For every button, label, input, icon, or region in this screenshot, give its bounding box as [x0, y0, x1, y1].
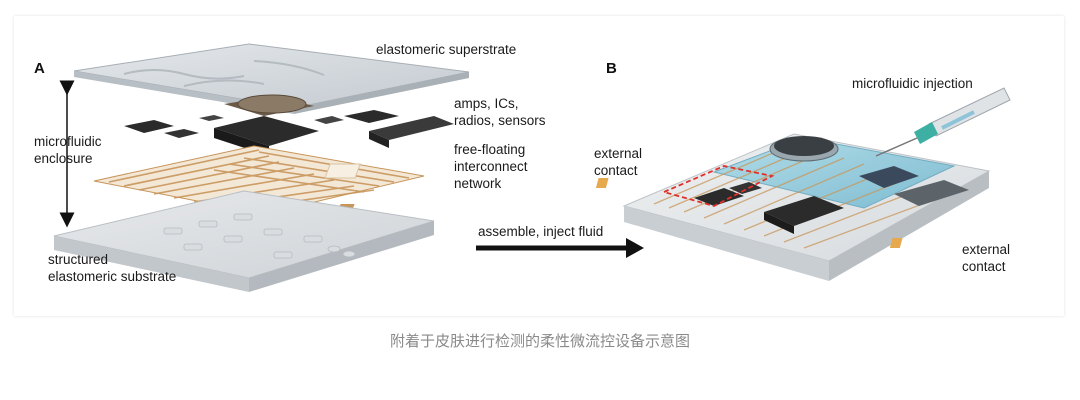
assemble-arrow: [476, 238, 644, 258]
interconnect-label-line1: free-floating: [454, 142, 526, 157]
interconnect-label-line3: network: [454, 176, 502, 191]
assembled-device: [595, 133, 991, 281]
superstrate-label: elastomeric superstrate: [376, 42, 517, 57]
panel-a-letter: A: [34, 60, 45, 77]
enclosure-label-line1: microfluidic: [34, 134, 102, 149]
contact-left-label-line2: contact: [594, 163, 638, 178]
components-label-line2: radios, sensors: [454, 113, 546, 128]
figure-panel: A elastomeric superstrate amps, ICs, rad…: [14, 16, 1064, 316]
contact-left-label-line1: external: [594, 146, 643, 161]
substrate-layer: [53, 190, 435, 292]
enclosure-label-line2: enclosure: [34, 151, 93, 166]
figure-caption: 附着于皮肤进行检测的柔性微流控设备示意图: [389, 332, 690, 350]
panel-b-letter: B: [606, 60, 617, 77]
components-layer: [124, 94, 454, 156]
substrate-label-line1: structured: [48, 252, 109, 267]
interconnect-label-line2: interconnect: [454, 159, 528, 174]
assemble-label: assemble, inject fluid: [478, 224, 604, 239]
components-label-line1: amps, ICs,: [454, 96, 519, 111]
device-illustration: [53, 43, 1011, 292]
contact-right-label-line1: external: [962, 242, 1011, 257]
syringe-icon: [875, 87, 1011, 157]
substrate-label-line2: elastomeric substrate: [48, 269, 177, 284]
injection-label: microfluidic injection: [852, 76, 973, 91]
contact-right-label-line2: contact: [962, 259, 1006, 274]
